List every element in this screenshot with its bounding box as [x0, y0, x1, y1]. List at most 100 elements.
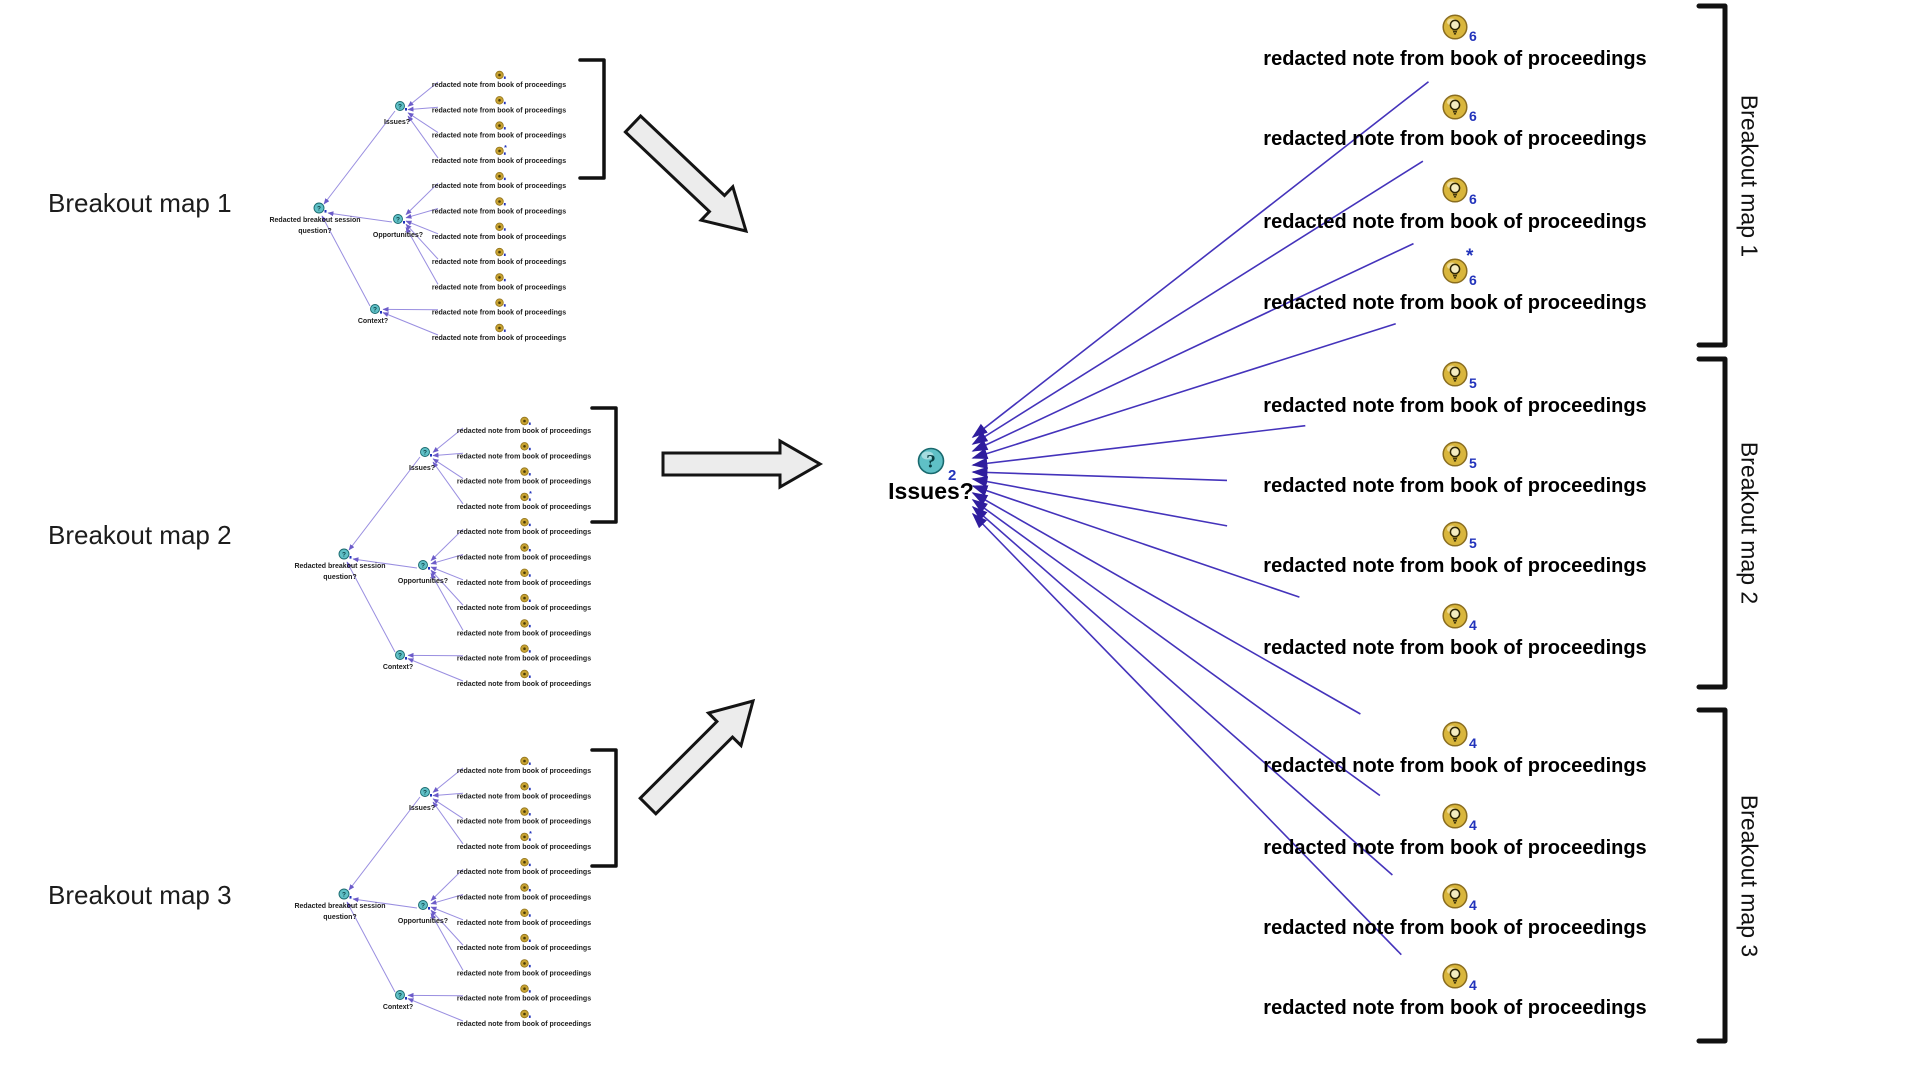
badge-speck [528, 939, 531, 942]
note-count-badge: 6 [1469, 28, 1477, 44]
mini-note-label: redacted note from book of proceedings [457, 996, 591, 1003]
mini-note-label: redacted note from book of proceedings [457, 1021, 591, 1028]
svg-text:?: ? [423, 789, 427, 796]
consolidation-link [971, 499, 1381, 797]
badge-speck [503, 304, 506, 307]
consolidation-link [971, 424, 1306, 469]
mini-bracket-2 [590, 406, 618, 524]
badge-speck [528, 498, 531, 501]
badge-speck [528, 813, 531, 816]
consolidation-link [971, 160, 1424, 445]
lightbulb-icon [1442, 94, 1468, 120]
mini-note-label: redacted note from book of proceedings [432, 183, 566, 190]
lightbulb-icon [1442, 883, 1468, 909]
badge-speck [430, 794, 432, 797]
mini-link [323, 110, 396, 205]
badge-speck [503, 76, 506, 79]
mini-note-label: redacted note from book of proceedings [457, 479, 591, 486]
consolidated-note-label: redacted note from book of proceedings [1263, 292, 1647, 314]
question-icon: ? [393, 214, 405, 224]
badge-speck [528, 549, 531, 552]
mini-note-label: redacted note from book of proceedings [432, 158, 566, 165]
badge-speck [503, 203, 506, 206]
mini-link [327, 211, 393, 223]
lightbulb-icon [1442, 603, 1468, 629]
bracket-label-2: Breakout map 2 [1736, 441, 1763, 605]
mini-link [432, 461, 464, 505]
consolidation-link [971, 242, 1414, 452]
lightbulb-icon [520, 543, 531, 552]
consolidation-link [971, 512, 1402, 956]
badge-speck [528, 523, 531, 527]
note-count-badge: 5 [1469, 375, 1477, 391]
consolidated-note-label: redacted note from book of proceedings [1263, 837, 1647, 859]
lightbulb-icon [520, 756, 531, 766]
badge-speck [528, 990, 531, 993]
star-marker: * [529, 831, 532, 838]
mini-link [430, 894, 464, 905]
consolidated-note-label: redacted note from book of proceedings [1263, 211, 1647, 233]
lightbulb-icon [520, 416, 531, 426]
lightbulb-icon [495, 273, 506, 282]
mini-link [348, 456, 421, 551]
lightbulb-icon: * [495, 145, 507, 156]
lightbulb-icon [495, 323, 506, 333]
lightbulb-icon [520, 984, 531, 993]
mini-note-label: redacted note from book of proceedings [432, 335, 566, 342]
star-marker: * [529, 491, 532, 498]
svg-text:?: ? [373, 306, 377, 313]
lightbulb-icon [520, 857, 531, 867]
mini-link [430, 868, 464, 901]
lightbulb-icon [1442, 963, 1468, 989]
mini-note-label: redacted note from book of proceedings [432, 284, 566, 291]
badge-speck [503, 101, 506, 105]
mini-note-label: redacted note from book of proceedings [432, 259, 566, 266]
badge-speck [430, 454, 432, 457]
block-arrow-2 [661, 438, 824, 490]
badge-speck [528, 422, 531, 425]
lightbulb-icon [495, 70, 506, 80]
badge-speck [405, 657, 407, 660]
mini-root-label-line2: question? [323, 574, 356, 581]
mini-note-label: redacted note from book of proceedings [457, 970, 591, 977]
question-icon: ? [420, 787, 432, 797]
lightbulb-icon [520, 669, 531, 679]
badge-speck [428, 567, 430, 570]
note-count-badge: 4 [1469, 817, 1477, 833]
mini-link [407, 658, 464, 682]
badge-speck [503, 152, 506, 155]
lightbulb-icon [1442, 721, 1468, 747]
svg-text:?: ? [317, 205, 321, 212]
lightbulb-icon [520, 593, 531, 603]
lightbulb-icon [495, 96, 506, 105]
mini-note-label: redacted note from book of proceedings [432, 133, 566, 140]
mini-note-label: redacted note from book of proceedings [457, 453, 591, 460]
consolidated-note-label: redacted note from book of proceedings [1263, 917, 1647, 939]
badge-speck [528, 650, 531, 653]
badge-speck [349, 556, 352, 559]
lightbulb-icon [1442, 521, 1468, 547]
question-icon: ? [395, 990, 407, 1000]
consolidated-note-label: redacted note from book of proceedings [1263, 755, 1647, 777]
note-count-badge: 4 [1469, 897, 1477, 913]
badge-speck [528, 914, 531, 917]
note-count-badge: 6 [1469, 272, 1477, 288]
badge-speck [503, 177, 506, 181]
mini-link [407, 106, 439, 112]
mini-note-label: redacted note from book of proceedings [457, 945, 591, 952]
bracket-label-3: Breakout map 3 [1736, 794, 1763, 957]
badge-speck [380, 311, 382, 314]
mini-link [430, 906, 464, 921]
lightbulb-icon [495, 247, 506, 257]
group-bracket-3 [1696, 707, 1728, 1044]
question-icon: ? [917, 447, 945, 475]
mini-link [352, 557, 418, 569]
lightbulb-icon [495, 222, 506, 231]
consolidated-note-label: redacted note from book of proceedings [1263, 555, 1647, 577]
lightbulb-icon [495, 197, 506, 206]
mini-note-label: redacted note from book of proceedings [432, 310, 566, 317]
svg-text:?: ? [421, 562, 425, 569]
badge-speck [405, 997, 407, 1000]
